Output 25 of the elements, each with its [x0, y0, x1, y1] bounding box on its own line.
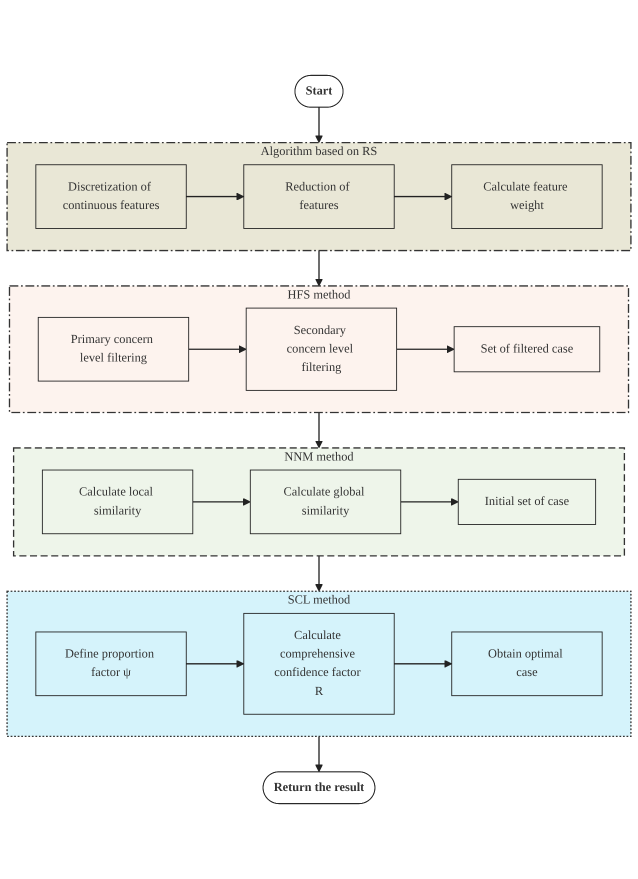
arrow — [315, 556, 323, 592]
arrow — [315, 412, 323, 448]
arrow — [186, 660, 244, 668]
arrow — [394, 660, 452, 668]
arrow — [315, 107, 323, 143]
node-box: Calculate feature weight — [451, 164, 603, 229]
arrow — [315, 736, 323, 772]
arrow — [186, 192, 244, 200]
arrow — [188, 345, 247, 354]
node-box: Set of filtered case — [454, 326, 600, 372]
node-box: Reduction of features — [243, 164, 395, 229]
node-box: Secondary concern level filtering — [246, 308, 398, 391]
arrow — [396, 345, 454, 354]
node-box: Calculate global similarity — [250, 470, 402, 534]
node-box: Primary concern level filtering — [38, 316, 190, 382]
node-box: Discretization of continuous features — [35, 164, 187, 229]
arrow — [394, 192, 452, 200]
arrow — [315, 250, 323, 286]
node-box: Calculate comprehensive confidence factor R — [243, 612, 395, 715]
node-box: Calculate local similarity — [42, 470, 194, 534]
node-box: Initial set of case — [458, 478, 596, 525]
node-box: Define proportion factor ψ — [35, 632, 187, 696]
arrow — [400, 498, 459, 506]
arrow — [192, 498, 251, 506]
node-box: Obtain optimal case — [451, 632, 603, 696]
